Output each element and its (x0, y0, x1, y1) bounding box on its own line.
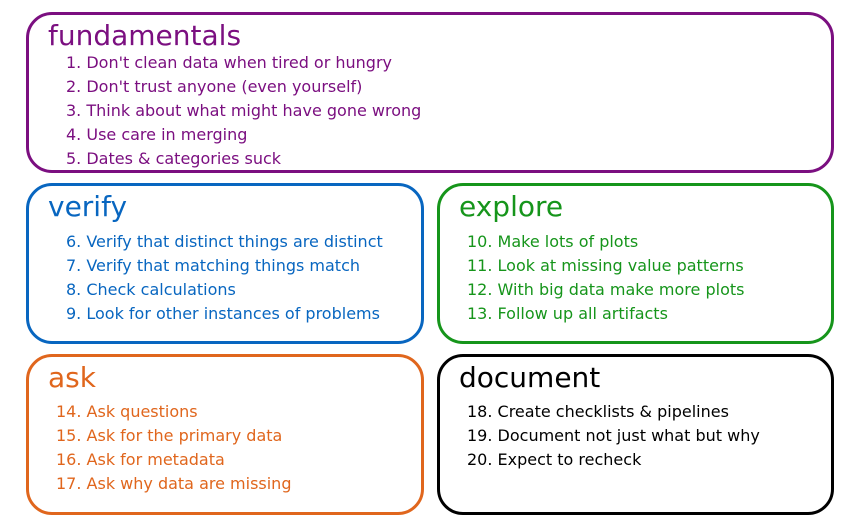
list-item: 15. Ask for the primary data (56, 426, 283, 445)
list-item: 9. Look for other instances of problems (66, 304, 380, 323)
ask-title: ask (48, 361, 96, 394)
ask-list: 14. Ask questions 15. Ask for the primar… (56, 400, 291, 496)
explore-title: explore (459, 190, 564, 223)
list-item: 10. Make lots of plots (467, 232, 639, 251)
ask-box: ask 14. Ask questions 15. Ask for the pr… (26, 354, 424, 515)
list-item: 2. Don't trust anyone (even yourself) (66, 77, 363, 96)
list-item: 20. Expect to recheck (467, 450, 642, 469)
list-item: 11. Look at missing value patterns (467, 256, 744, 275)
fundamentals-title: fundamentals (48, 19, 242, 52)
document-title: document (459, 361, 601, 394)
fundamentals-list: 1. Don't clean data when tired or hungry… (66, 51, 421, 171)
list-item: 16. Ask for metadata (56, 450, 225, 469)
list-item: 7. Verify that matching things match (66, 256, 361, 275)
list-item: 14. Ask questions (56, 402, 198, 421)
explore-list: 10. Make lots of plots 11. Look at missi… (467, 230, 744, 326)
fundamentals-box: fundamentals 1. Don't clean data when ti… (26, 12, 834, 173)
list-item: 17. Ask why data are missing (56, 474, 292, 493)
document-box: document 18. Create checklists & pipelin… (437, 354, 834, 515)
list-item: 8. Check calculations (66, 280, 236, 299)
list-item: 1. Don't clean data when tired or hungry (66, 53, 393, 72)
list-item: 19. Document not just what but why (467, 426, 760, 445)
verify-title: verify (48, 190, 128, 223)
list-item: 12. With big data make more plots (467, 280, 745, 299)
explore-box: explore 10. Make lots of plots 11. Look … (437, 183, 834, 344)
list-item: 6. Verify that distinct things are disti… (66, 232, 383, 251)
list-item: 13. Follow up all artifacts (467, 304, 668, 323)
list-item: 4. Use care in merging (66, 125, 248, 144)
verify-box: verify 6. Verify that distinct things ar… (26, 183, 424, 344)
verify-list: 6. Verify that distinct things are disti… (66, 230, 383, 326)
list-item: 18. Create checklists & pipelines (467, 402, 729, 421)
list-item: 5. Dates & categories suck (66, 149, 282, 168)
list-item: 3. Think about what might have gone wron… (66, 101, 422, 120)
document-list: 18. Create checklists & pipelines 19. Do… (467, 400, 760, 472)
